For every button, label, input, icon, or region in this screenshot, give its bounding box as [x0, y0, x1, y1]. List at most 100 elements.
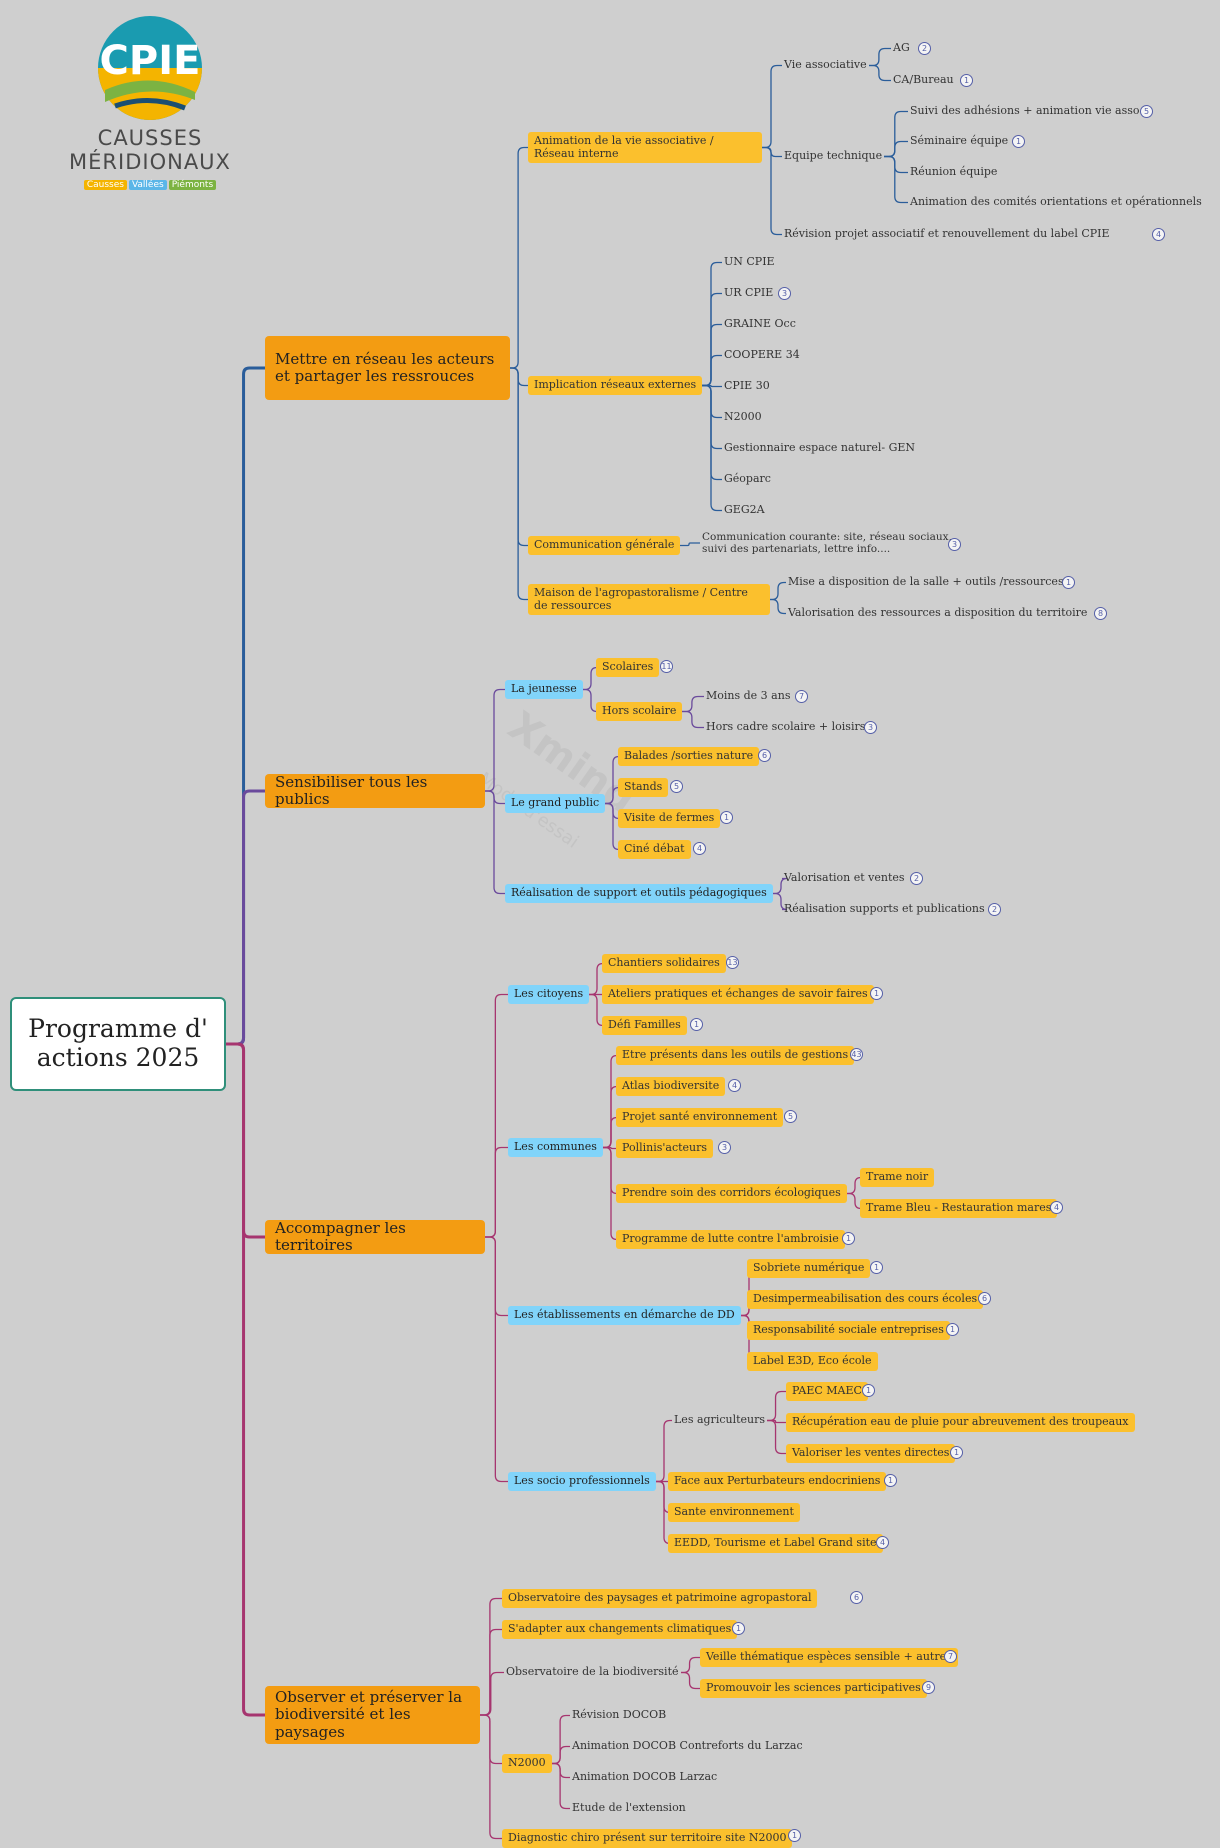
node-valorisation-ressources[interactable]: Valorisation des ressources a dispositio… [788, 606, 1088, 619]
node-maison-agropastoralisme[interactable]: Maison de l'agropastoralisme / Centre de… [528, 584, 770, 616]
node-hors-scolaire[interactable]: Hors scolaire [596, 702, 683, 721]
node-revision-docob[interactable]: Révision DOCOB [572, 1708, 667, 1721]
node-visite-fermes[interactable]: Visite de fermes [618, 809, 721, 828]
node-perturbateurs-endocriniens[interactable]: Face aux Perturbateurs endocriniens [668, 1472, 887, 1491]
node-valoriser-ventes[interactable]: Valoriser les ventes directes [786, 1444, 956, 1463]
node-sante-environnement[interactable]: Sante environnement [668, 1503, 800, 1522]
count-badge: 2 [988, 903, 1001, 916]
node-promouvoir-sciences[interactable]: Promouvoir les sciences participatives [700, 1679, 927, 1698]
node-les-citoyens[interactable]: Les citoyens [508, 985, 590, 1004]
node-ateliers-pratiques[interactable]: Ateliers pratiques et échanges de savoir… [602, 985, 874, 1004]
node-implication-reseaux[interactable]: Implication réseaux externes [528, 376, 703, 395]
node-corridors-ecologiques[interactable]: Prendre soin des corridors écologiques [616, 1184, 847, 1203]
node-revision-projet[interactable]: Révision projet associatif et renouvelle… [784, 227, 1110, 240]
connector-line [480, 1714, 502, 1765]
connector-line [767, 1390, 786, 1422]
connector-line [847, 1176, 862, 1195]
node-communication-generale[interactable]: Communication générale [528, 536, 681, 555]
topic-observer[interactable]: Observer et préserver la biodiversité et… [265, 1686, 480, 1744]
topic-mettre-en-reseau[interactable]: Mettre en réseau les acteurs et partager… [265, 336, 510, 400]
node-trame-bleu[interactable]: Trame Bleu - Restauration mares [860, 1199, 1058, 1218]
node-suivi-adhesions[interactable]: Suivi des adhésions + animation vie asso [910, 104, 1140, 117]
connector-line [480, 1671, 504, 1716]
node-les-agriculteurs[interactable]: Les agriculteurs [674, 1413, 766, 1426]
connector-line [583, 688, 598, 713]
topic-accompagner[interactable]: Accompagner les territoires [265, 1219, 485, 1254]
node-un-cpie[interactable]: UN CPIE [724, 255, 775, 268]
node-atlas-biodiversite[interactable]: Atlas biodiversite [616, 1077, 726, 1096]
node-socio-professionnels[interactable]: Les socio professionnels [508, 1472, 656, 1491]
connector-line [485, 790, 505, 895]
connector-line [770, 581, 786, 601]
connector-line [681, 1656, 700, 1674]
topic-sensibiliser[interactable]: Sensibiliser tous les publics [265, 773, 485, 808]
node-ag[interactable]: AG [893, 41, 910, 54]
node-le-grand-public[interactable]: Le grand public [505, 794, 606, 813]
node-stands[interactable]: Stands [618, 778, 669, 797]
node-defi-familles[interactable]: Défi Familles [602, 1016, 687, 1035]
node-moins-de-3-ans[interactable]: Moins de 3 ans [706, 689, 791, 702]
node-recuperation-eau[interactable]: Récupération eau de pluie pour abreuveme… [786, 1413, 1135, 1432]
connector-line [702, 354, 722, 387]
node-cpie-30[interactable]: CPIE 30 [724, 379, 770, 392]
node-veille-thematique[interactable]: Veille thématique espèces sensible + aut… [700, 1648, 958, 1667]
node-etude-extension[interactable]: Etude de l'extension [572, 1801, 686, 1814]
node-sobriete-numerique[interactable]: Sobriete numérique [747, 1259, 871, 1278]
node-chantiers-solidaires[interactable]: Chantiers solidaires [602, 954, 726, 973]
node-n2000-observer[interactable]: N2000 [502, 1754, 552, 1773]
node-graine-occ[interactable]: GRAINE Occ [724, 317, 796, 330]
node-programme-ambroisie[interactable]: Programme de lutte contre l'ambroisie [616, 1230, 845, 1249]
node-communication-courante[interactable]: Communication courante: site, réseau soc… [702, 531, 952, 556]
count-badge: 7 [944, 1650, 957, 1663]
node-animation-docob-contreforts[interactable]: Animation DOCOB Contreforts du Larzac [572, 1739, 803, 1752]
node-realisation-support[interactable]: Réalisation de support et outils pédagog… [505, 884, 773, 903]
connector-line [603, 1054, 618, 1149]
node-reunion-equipe[interactable]: Réunion équipe [910, 165, 998, 178]
node-geoparc[interactable]: Géoparc [724, 472, 771, 485]
node-etablissements-dd[interactable]: Les établissements en démarche de DD [508, 1306, 741, 1325]
connector-line [605, 786, 620, 805]
node-adapter-changements[interactable]: S'adapter aux changements climatiques [502, 1620, 738, 1639]
connector-line [702, 384, 722, 388]
node-desimpermeabilisation[interactable]: Desimpermeabilisation des cours écoles [747, 1290, 984, 1309]
node-vie-associative[interactable]: Vie associative [784, 58, 867, 71]
root-topic[interactable]: Programme d' actions 2025 [10, 997, 226, 1091]
connector-line [552, 1762, 570, 1810]
node-realisation-supports[interactable]: Réalisation supports et publications [784, 902, 985, 915]
node-animation-docob-larzac[interactable]: Animation DOCOB Larzac [572, 1770, 718, 1783]
node-animation-vie-associative[interactable]: Animation de la vie associative / Réseau… [528, 132, 762, 164]
node-equipe-technique[interactable]: Equipe technique [784, 149, 883, 162]
node-diagnostic-chiro[interactable]: Diagnostic chiro présent sur territoire … [502, 1829, 793, 1848]
node-valorisation-ventes[interactable]: Valorisation et ventes [784, 871, 905, 884]
node-paec-maec[interactable]: PAEC MAEC [786, 1382, 868, 1401]
node-gestionnaire-gen[interactable]: Gestionnaire espace naturel- GEN [724, 441, 916, 454]
node-n2000[interactable]: N2000 [724, 410, 762, 423]
node-la-jeunesse[interactable]: La jeunesse [505, 680, 583, 699]
node-coopere-34[interactable]: COOPERE 34 [724, 348, 800, 361]
count-badge: 8 [1094, 607, 1107, 620]
node-balades[interactable]: Balades /sorties nature [618, 747, 760, 766]
node-trame-noir[interactable]: Trame noir [860, 1168, 935, 1187]
connector-line [603, 1146, 616, 1150]
node-observatoire-paysages[interactable]: Observatoire des paysages et patrimoine … [502, 1589, 818, 1608]
node-ca-bureau[interactable]: CA/Bureau [893, 73, 954, 86]
node-projet-sante[interactable]: Projet santé environnement [616, 1108, 784, 1127]
node-animation-comites[interactable]: Animation des comités orientations et op… [910, 195, 1202, 208]
connector-line [589, 962, 604, 996]
node-scolaires[interactable]: Scolaires [596, 658, 660, 677]
node-pollinis-acteurs[interactable]: Pollinis'acteurs [616, 1139, 714, 1158]
node-observatoire-biodiversite[interactable]: Observatoire de la biodiversité [506, 1665, 679, 1678]
node-ur-cpie[interactable]: UR CPIE [724, 286, 774, 299]
node-etre-presents[interactable]: Etre présents dans les outils de gestion… [616, 1046, 855, 1065]
node-label-e3d[interactable]: Label E3D, Eco école [747, 1352, 878, 1371]
node-hors-cadre-scolaire[interactable]: Hors cadre scolaire + loisirs [706, 720, 866, 733]
count-badge: 13 [726, 956, 739, 969]
node-mise-a-disposition[interactable]: Mise a disposition de la salle + outils … [788, 575, 1064, 588]
node-cine-debat[interactable]: Ciné débat [618, 840, 691, 859]
node-geg2a[interactable]: GEG2A [724, 503, 765, 516]
node-les-communes[interactable]: Les communes [508, 1138, 603, 1157]
node-seminaire-equipe[interactable]: Séminaire équipe [910, 134, 1009, 147]
node-eedd-tourisme[interactable]: EEDD, Tourisme et Label Grand site [668, 1534, 883, 1553]
node-responsabilite-sociale[interactable]: Responsabilité sociale entreprises [747, 1321, 950, 1340]
